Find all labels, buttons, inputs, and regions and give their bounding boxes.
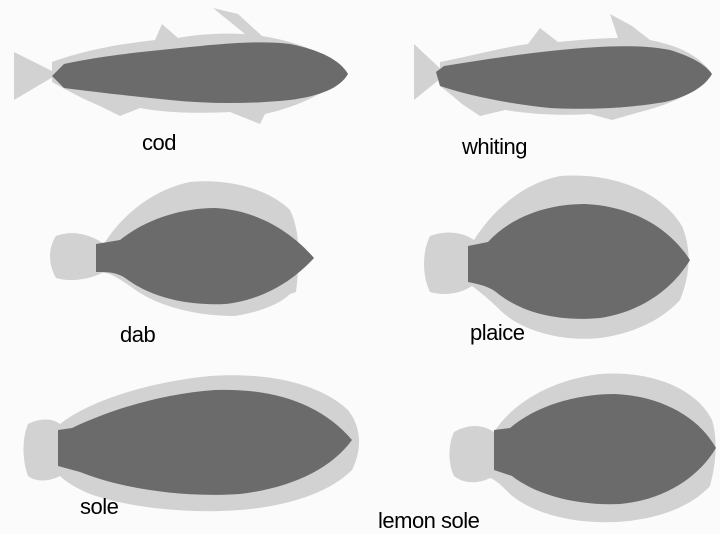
fish-whiting <box>414 14 712 120</box>
fish-label-sole: sole <box>80 496 118 518</box>
fish-lemon-sole <box>450 373 717 522</box>
fish-sole <box>24 375 360 511</box>
fish-cod <box>14 8 348 124</box>
fish-label-whiting: whiting <box>462 136 527 158</box>
fish-label-plaice: plaice <box>470 322 524 344</box>
fish-plaice <box>424 175 690 338</box>
fish-label-cod: cod <box>142 132 176 154</box>
fish-dab <box>50 181 314 316</box>
fish-label-lemon-sole: lemon sole <box>378 510 479 532</box>
fish-label-dab: dab <box>120 324 155 346</box>
